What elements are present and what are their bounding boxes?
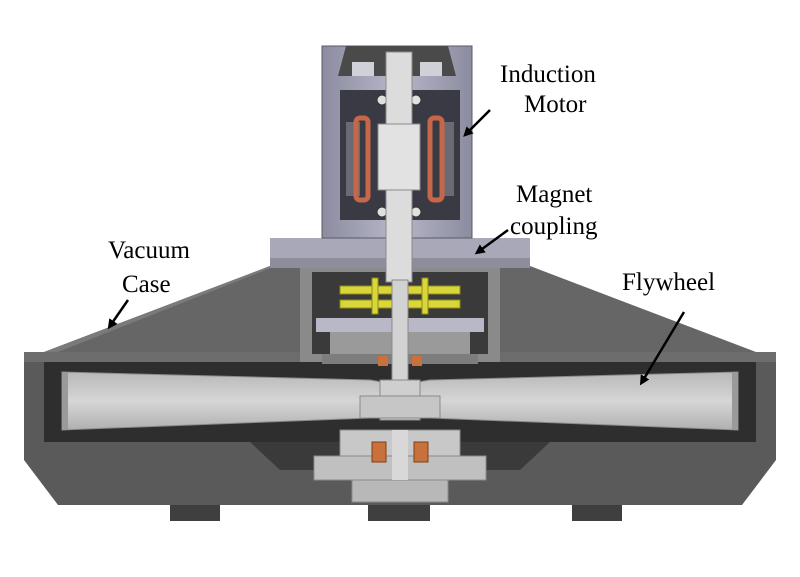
- central-shaft: [359, 51, 441, 421]
- label-coupling: coupling: [510, 213, 598, 240]
- flywheel-arrow: [639, 311, 686, 386]
- lower-bearing-housing: [313, 429, 487, 503]
- case-arrow: [107, 299, 130, 330]
- label-magnet: Magnet: [516, 181, 593, 208]
- label-motor: Motor: [524, 91, 587, 118]
- label-vacuum: Vacuum: [108, 237, 190, 264]
- label-flywheel: Flywheel: [622, 269, 716, 296]
- upper-bearings: [378, 356, 422, 366]
- label-induction: Induction: [500, 61, 596, 88]
- coupling-arrow: [474, 228, 509, 255]
- motor-arrow: [463, 109, 491, 137]
- support-feet: [170, 503, 622, 521]
- label-case: Case: [122, 271, 171, 298]
